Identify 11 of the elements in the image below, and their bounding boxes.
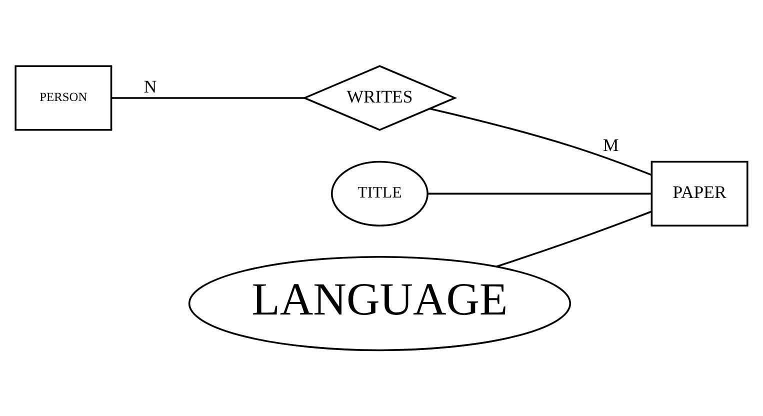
node-box: PAPER (650, 160, 748, 226)
connector (430, 108, 652, 176)
node-diamond: WRITES (302, 65, 458, 131)
connector (111, 97, 304, 99)
connector (496, 210, 652, 268)
node-ellipse: TITLE (331, 160, 428, 226)
node-ellipse: LANGUAGE (188, 256, 572, 352)
connector (428, 192, 652, 195)
node-box: PERSON (14, 65, 112, 131)
edge-label: M (603, 135, 619, 156)
edge-label: N (144, 76, 157, 97)
